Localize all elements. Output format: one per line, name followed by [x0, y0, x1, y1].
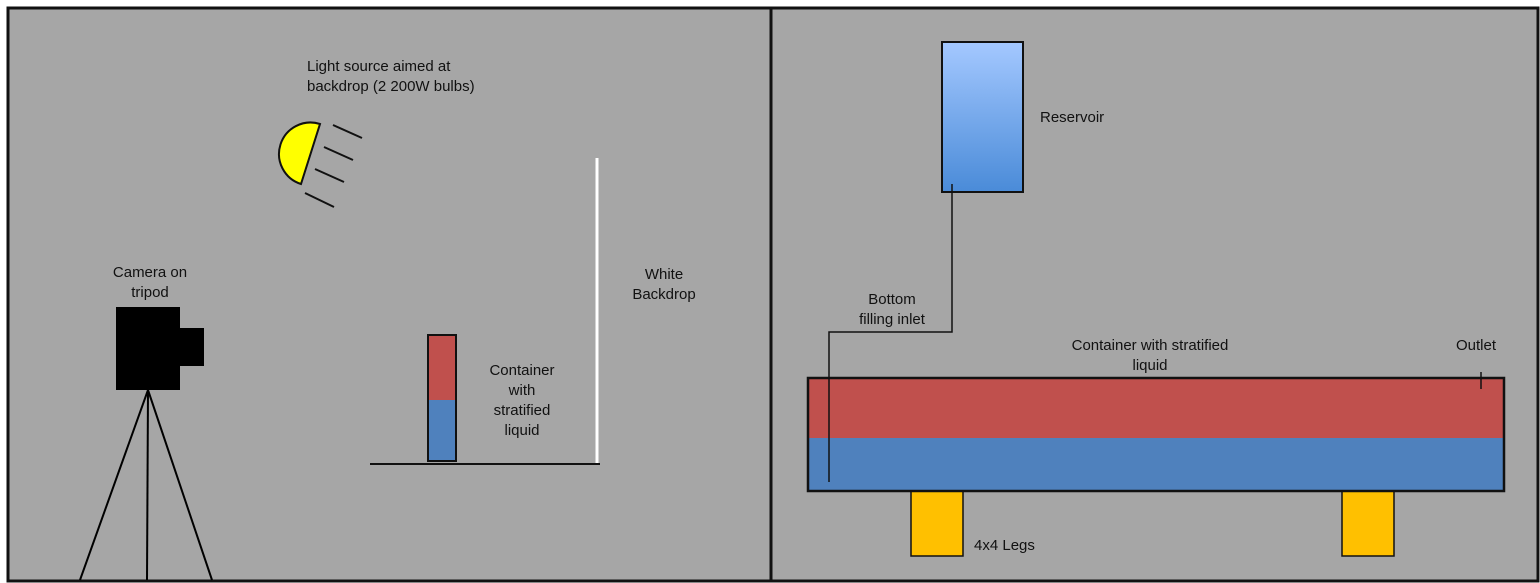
large-container	[806, 376, 1506, 493]
tripod-icon	[79, 389, 213, 581]
small-container-label: Container with stratified liquid	[489, 362, 555, 439]
backdrop-label: White Backdrop	[632, 266, 696, 303]
outlet-label: Outlet	[1456, 337, 1497, 354]
large-container-top-layer	[808, 378, 1504, 438]
light-source-label: Light source aimed at backdrop (2 200W b…	[307, 58, 475, 95]
leg-right	[1341, 490, 1395, 557]
left-panel	[6, 6, 773, 583]
small-container-top-layer	[428, 335, 456, 400]
small-container	[427, 334, 457, 462]
legs-label: 4x4 Legs	[974, 537, 1035, 554]
camera-label: Camera on tripod	[112, 264, 188, 301]
reservoir-label: Reservoir	[1040, 109, 1105, 126]
inlet-label: Bottom filling inlet	[859, 291, 925, 328]
camera-icon	[116, 307, 204, 390]
small-container-bottom-layer	[428, 400, 456, 461]
reservoir	[941, 41, 1024, 193]
large-container-bottom-layer	[808, 438, 1504, 491]
light-bulb-icon	[278, 121, 363, 208]
leg-left	[910, 490, 964, 557]
large-container-label: Container with stratified liquid	[1071, 337, 1229, 374]
